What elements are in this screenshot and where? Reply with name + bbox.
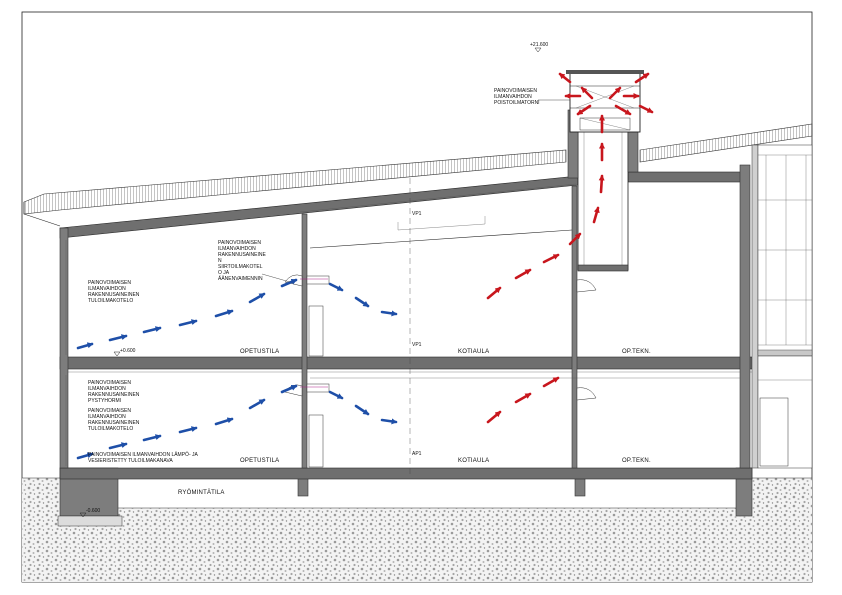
room-optekn-lower: OP.TEKN. [622, 458, 651, 464]
level-marker [534, 47, 542, 53]
leader-lines [261, 99, 570, 283]
crawl-pier [297, 477, 309, 497]
room-optekn-upper: OP.TEKN. [622, 349, 651, 355]
exhaust-air-arrows [486, 72, 654, 424]
grid-vp1-mid: VP1 [412, 342, 422, 348]
right-exterior-wall [739, 164, 751, 469]
transfer-box-right-lower [576, 387, 597, 401]
label-supply-upper: PAINOVOIMAISEN ILMANVAIHDON RAKENNUSAINE… [88, 280, 141, 304]
exhaust-shaft [567, 109, 639, 272]
partition [308, 305, 324, 357]
roof-covering-right [639, 123, 813, 163]
grid-vp1-top: VP1 [412, 211, 422, 217]
level-roof-top: +21.600 [530, 42, 548, 48]
level-first-floor: +0.600 [120, 348, 136, 354]
partition [308, 414, 324, 468]
room-opetustila-upper: OPETUSTILA [240, 349, 279, 355]
supply-air-arrows [76, 278, 398, 460]
level-marker [113, 351, 121, 357]
label-transfer-air: PAINOVOIMAISEN ILMANVAIHDON RAKENNUSAINE… [218, 240, 267, 282]
room-opetustila-lower: OPETUSTILA [240, 458, 279, 464]
grid-ap1: AP1 [412, 451, 422, 457]
label-heat-recovery-duct: PAINOVOIMAISEN ILMANVAIHDON LÄMPÖ- JA VE… [88, 451, 199, 464]
room-ryomintatila: RYÖMINTÄTILA [178, 489, 225, 496]
roof-deck-right [627, 171, 749, 183]
label-vertical-shaft: PAINOVOIMAISEN ILMANVAIHDON RAKENNUSAINE… [88, 380, 141, 404]
crawl-space [111, 477, 741, 509]
right-wing-wall [751, 144, 759, 469]
left-exterior-wall [59, 227, 69, 469]
room-kotiaula-lower: KOTIAULA [458, 458, 489, 464]
level-marker [79, 512, 87, 518]
exhaust-tower [566, 70, 644, 133]
crawl-pier [574, 477, 586, 497]
column-b [571, 185, 578, 469]
room-kotiaula-upper: KOTIAULA [458, 349, 489, 355]
transfer-box-right-upper [576, 279, 597, 293]
intermediate-floor-slab [59, 356, 753, 370]
column-a [301, 213, 308, 469]
label-supply-lower: PAINOVOIMAISEN ILMANVAIHDON RAKENNUSAINE… [88, 408, 141, 432]
right-wing-facade [757, 144, 813, 469]
ground-floor-slab [59, 467, 753, 480]
level-foundation: -0.600 [86, 508, 100, 514]
annotation-marks [300, 278, 328, 388]
label-exhaust-tower: PAINOVOIMAISEN ILMANVAIHDON POISTOILMATO… [494, 88, 540, 106]
left-footing [57, 515, 123, 527]
